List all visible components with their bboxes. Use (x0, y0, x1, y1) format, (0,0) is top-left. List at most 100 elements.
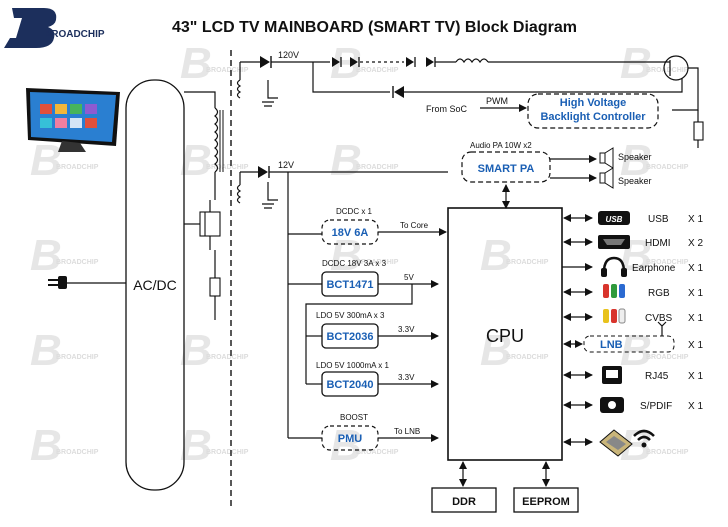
reg-out-2: 3.3V (398, 325, 415, 334)
port-earphone-qty: X 1 (688, 263, 703, 274)
speaker-icon-2 (599, 167, 614, 189)
svg-text:BROADCHIP: BROADCHIP (646, 259, 689, 266)
svg-text:BROADCHIP: BROADCHIP (206, 67, 249, 74)
reg-chip-2: BCT2036 (326, 331, 373, 343)
backlight-line1: High Voltage (560, 97, 626, 109)
svg-text:B: B (180, 136, 212, 185)
page-title: 43" LCD TV MAINBOARD (SMART TV) Block Di… (172, 19, 577, 36)
ethernet-port-icon (602, 366, 622, 384)
regulator-bct2036: LDO 5V 300mA x 3 BCT2036 3.3V (306, 311, 439, 349)
reg-header-0: DCDC x 1 (336, 207, 373, 216)
cvbs-connector-icon (603, 308, 626, 324)
regulator-bct1471: DCDC 18V 3A x 3 BCT1471 5V (288, 259, 439, 384)
backlight-line2: Backlight Controller (540, 111, 646, 123)
rail-12v: 12V (236, 160, 448, 438)
cpu-label: CPU (486, 326, 524, 346)
svg-text:BROADCHIP: BROADCHIP (506, 259, 549, 266)
port-earphone-name: Earphone (632, 263, 676, 274)
svg-text:BROADCHIP: BROADCHIP (646, 67, 689, 74)
speaker1-label: Speaker (618, 152, 652, 162)
speaker-icon-1 (599, 147, 614, 169)
svg-text:B: B (30, 136, 62, 185)
ddr-block (431, 487, 497, 513)
lnb-antenna-icon (657, 321, 667, 336)
lnb-label: LNB (600, 339, 623, 351)
smart-pa-block (461, 151, 551, 183)
svg-text:BROADCHIP: BROADCHIP (356, 259, 399, 266)
lnb-block (583, 335, 675, 353)
svg-text:B: B (180, 39, 212, 88)
svg-text:B: B (620, 136, 652, 185)
reg-out-3: 3.3V (398, 373, 415, 382)
reg-header-3: LDO 5V 1000mA x 1 (316, 361, 389, 370)
svg-text:B: B (620, 326, 652, 375)
from-soc-label: From SoC (426, 104, 468, 114)
power-plug-icon (48, 276, 126, 289)
reg-out-0: To Core (400, 221, 429, 230)
reg-chip-0: 18V 6A (332, 227, 369, 239)
smart-pa-header: Audio PA 10W x2 (470, 141, 532, 150)
svg-text:BROADCHIP: BROADCHIP (356, 164, 399, 171)
port-usb-name: USB (648, 214, 669, 225)
svg-text:USB: USB (606, 215, 623, 224)
logo-wordmark: BROADCHIP (44, 29, 105, 40)
smart-pa-label: SMART PA (478, 163, 535, 175)
svg-text:BROADCHIP: BROADCHIP (206, 449, 249, 456)
regulator-bct2040: LDO 5V 1000mA x 1 BCT2040 3.3V (306, 361, 439, 397)
svg-text:BROADCHIP: BROADCHIP (646, 354, 689, 361)
svg-text:B: B (30, 231, 62, 280)
port-hdmi-name: HDMI (645, 238, 671, 249)
svg-text:BROADCHIP: BROADCHIP (646, 164, 689, 171)
port-usb-qty: X 1 (688, 214, 703, 225)
rail-120v: 120V (236, 50, 704, 148)
hdmi-icon (598, 235, 630, 249)
port-spdif-qty: X 1 (688, 401, 703, 412)
svg-text:B: B (30, 326, 62, 375)
headphone-icon (601, 256, 627, 277)
backlight-controller-block (527, 93, 659, 129)
port-spdif-name: S/PDIF (640, 401, 672, 412)
speaker2-label: Speaker (618, 176, 652, 186)
svg-text:B: B (30, 421, 62, 470)
port-hdmi-qty: X 2 (688, 238, 703, 249)
port-lnb-qty: X 1 (688, 340, 703, 351)
reg-header-4: BOOST (340, 413, 368, 422)
svg-text:BROADCHIP: BROADCHIP (646, 449, 689, 456)
wifi-icon (633, 429, 655, 448)
regulator-pmu: BOOST PMU To LNB (288, 413, 439, 451)
wireless-module-icon (599, 429, 633, 457)
acdc-label: AC/DC (133, 277, 177, 293)
svg-text:B: B (330, 421, 362, 470)
svg-text:BROADCHIP: BROADCHIP (356, 67, 399, 74)
logo-b-mark (4, 8, 57, 48)
svg-text:BROADCHIP: BROADCHIP (206, 354, 249, 361)
rail-120v-label: 120V (278, 50, 299, 60)
tv-icon (26, 88, 120, 152)
svg-text:BROADCHIP: BROADCHIP (506, 354, 549, 361)
eeprom-label: EEPROM (522, 496, 570, 508)
svg-text:B: B (180, 326, 212, 375)
svg-text:BROADCHIP: BROADCHIP (356, 449, 399, 456)
svg-text:B: B (180, 421, 212, 470)
svg-text:B: B (330, 136, 362, 185)
svg-text:B: B (480, 326, 512, 375)
svg-text:B: B (620, 39, 652, 88)
port-cvbs-qty: X 1 (688, 313, 703, 324)
